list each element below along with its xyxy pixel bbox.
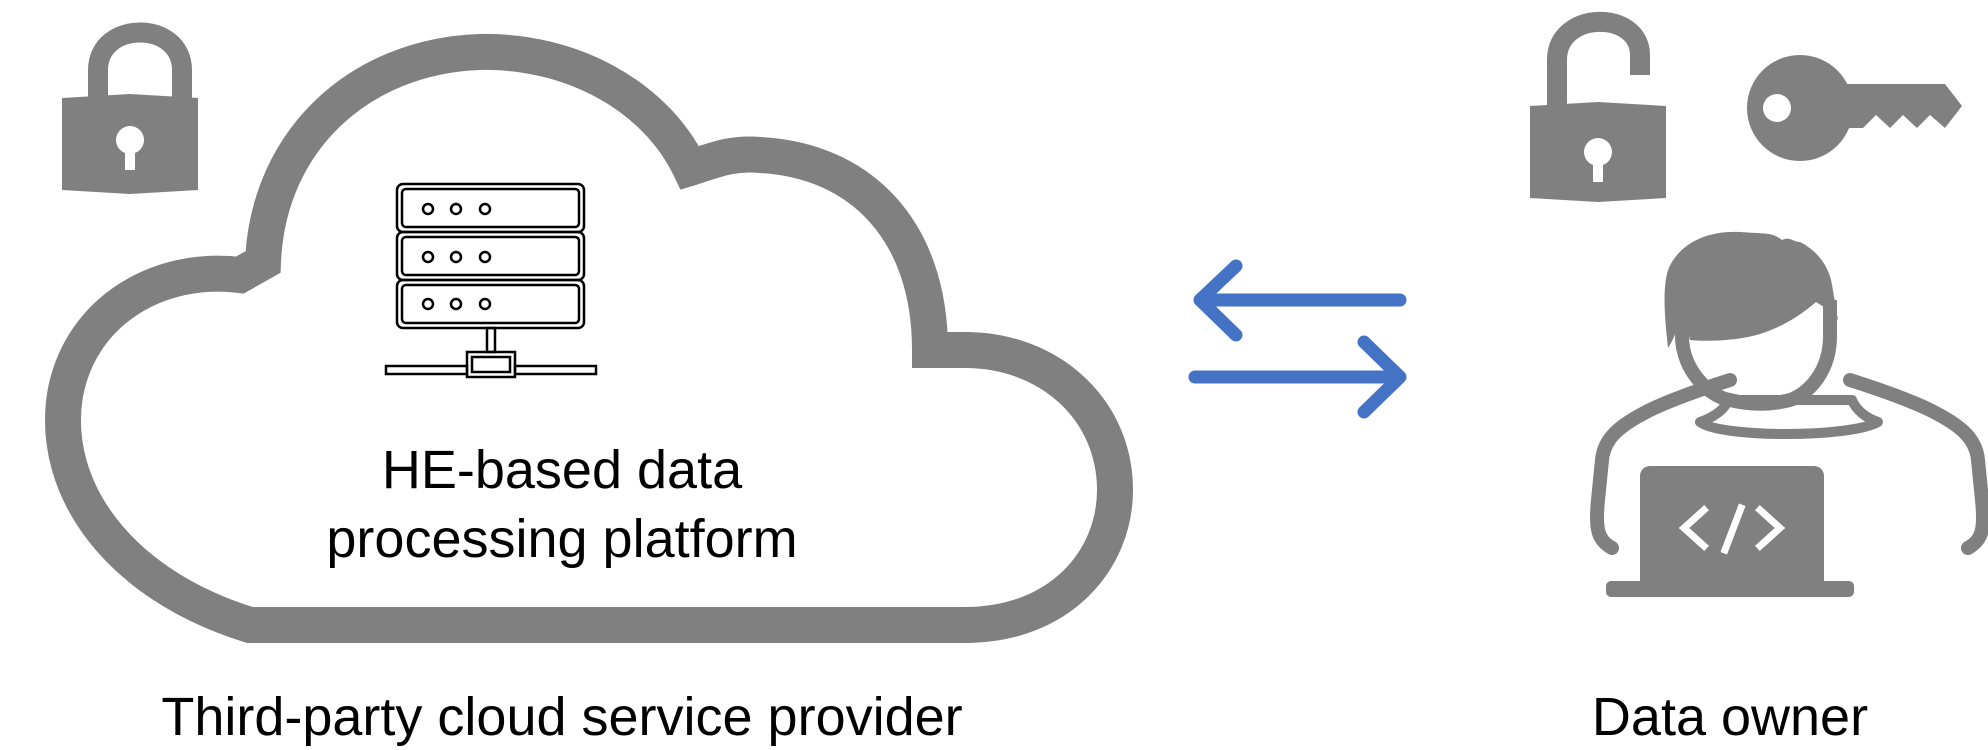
padlock-unlocked-icon: [1530, 11, 1666, 202]
cloud-caption: Third-party cloud service provider: [161, 687, 962, 747]
user-laptop-icon: [1589, 231, 1988, 597]
bidirectional-arrows-icon: [1188, 259, 1407, 419]
key-icon: [1747, 55, 1962, 161]
cloud-label-line2: processing platform: [326, 509, 797, 569]
owner-caption: Data owner: [1592, 687, 1868, 747]
padlock-locked-icon: [62, 22, 198, 194]
cloud-label-line1: HE-based data: [382, 440, 743, 500]
cloud-icon: [45, 33, 1134, 643]
server-rack-icon: [384, 182, 598, 379]
